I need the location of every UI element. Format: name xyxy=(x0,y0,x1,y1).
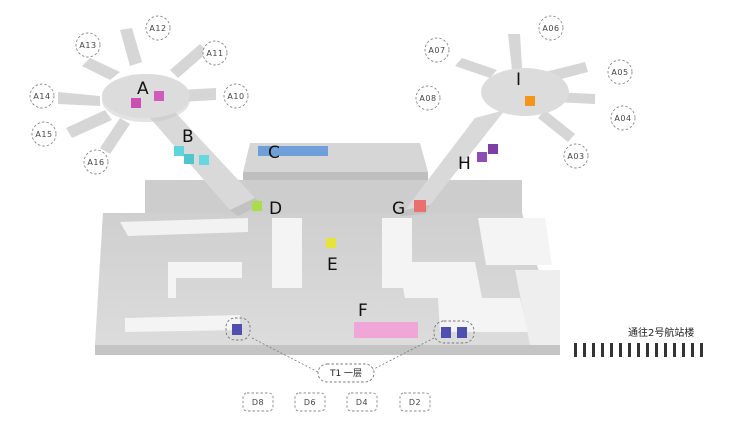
t2-link: 通往2号航站楼 xyxy=(574,326,703,357)
zone-i-label: I xyxy=(516,70,521,90)
left-satellite xyxy=(58,28,216,154)
gate-label: A16 xyxy=(87,158,104,167)
zone-b-marker xyxy=(199,155,209,165)
gate-label: A05 xyxy=(611,68,628,77)
zone-e-marker xyxy=(326,238,336,248)
zone-d-label: D xyxy=(269,199,282,219)
door-label: D2 xyxy=(409,398,421,407)
gate-label: A08 xyxy=(419,94,436,103)
zone-a-label: A xyxy=(137,79,149,99)
zone-b-marker xyxy=(184,154,194,164)
gate-label: A04 xyxy=(614,114,631,123)
zone-i-marker xyxy=(525,96,535,106)
gate-label: A15 xyxy=(35,130,52,139)
entrance-highlights: T1 一层 xyxy=(225,317,475,383)
zone-c-label: C xyxy=(268,143,280,163)
doors: D8 D6 D4 D2 xyxy=(242,392,431,412)
zone-h-marker xyxy=(488,144,498,154)
gate-label: A11 xyxy=(206,49,223,58)
right-satellite xyxy=(455,34,595,142)
zone-d-marker xyxy=(252,201,262,211)
zone-markers xyxy=(131,91,535,338)
gate-label: A07 xyxy=(428,46,445,55)
navy-marker xyxy=(441,327,451,338)
gate-label: A06 xyxy=(542,24,559,33)
main-floor xyxy=(95,143,560,355)
zone-h-marker xyxy=(477,152,487,162)
left-gates: A12 A13 A11 A14 A10 A15 A16 xyxy=(29,15,249,175)
t2-link-label: 通往2号航站楼 xyxy=(628,326,694,339)
right-gates: A06 A07 A05 A08 A04 A03 xyxy=(415,15,636,169)
door-label: D8 xyxy=(252,398,264,407)
door-label: D4 xyxy=(356,398,368,407)
gate-label: A13 xyxy=(79,41,96,50)
gate-label: A03 xyxy=(567,152,584,161)
navy-marker xyxy=(457,327,467,338)
zone-g-marker xyxy=(414,200,426,212)
zone-f-marker xyxy=(354,322,418,338)
navy-marker xyxy=(232,324,242,335)
door-label: D6 xyxy=(304,398,316,407)
zone-c-marker xyxy=(258,146,328,156)
gate-label: A14 xyxy=(33,92,50,101)
walkway-stripes xyxy=(574,343,703,357)
zone-b-marker xyxy=(174,146,184,156)
zone-e-label: E xyxy=(327,255,338,275)
gate-label: A10 xyxy=(227,92,244,101)
floor-label: T1 一层 xyxy=(329,368,362,379)
zone-f-label: F xyxy=(358,301,368,321)
zone-a-marker xyxy=(154,91,164,101)
zone-h-label: H xyxy=(458,154,471,174)
zone-g-label: G xyxy=(392,199,405,219)
zone-b-label: B xyxy=(182,127,194,147)
zone-letters: A B C D E F G H I xyxy=(137,70,521,321)
gate-label: A12 xyxy=(149,24,166,33)
zone-a-marker xyxy=(131,98,141,108)
